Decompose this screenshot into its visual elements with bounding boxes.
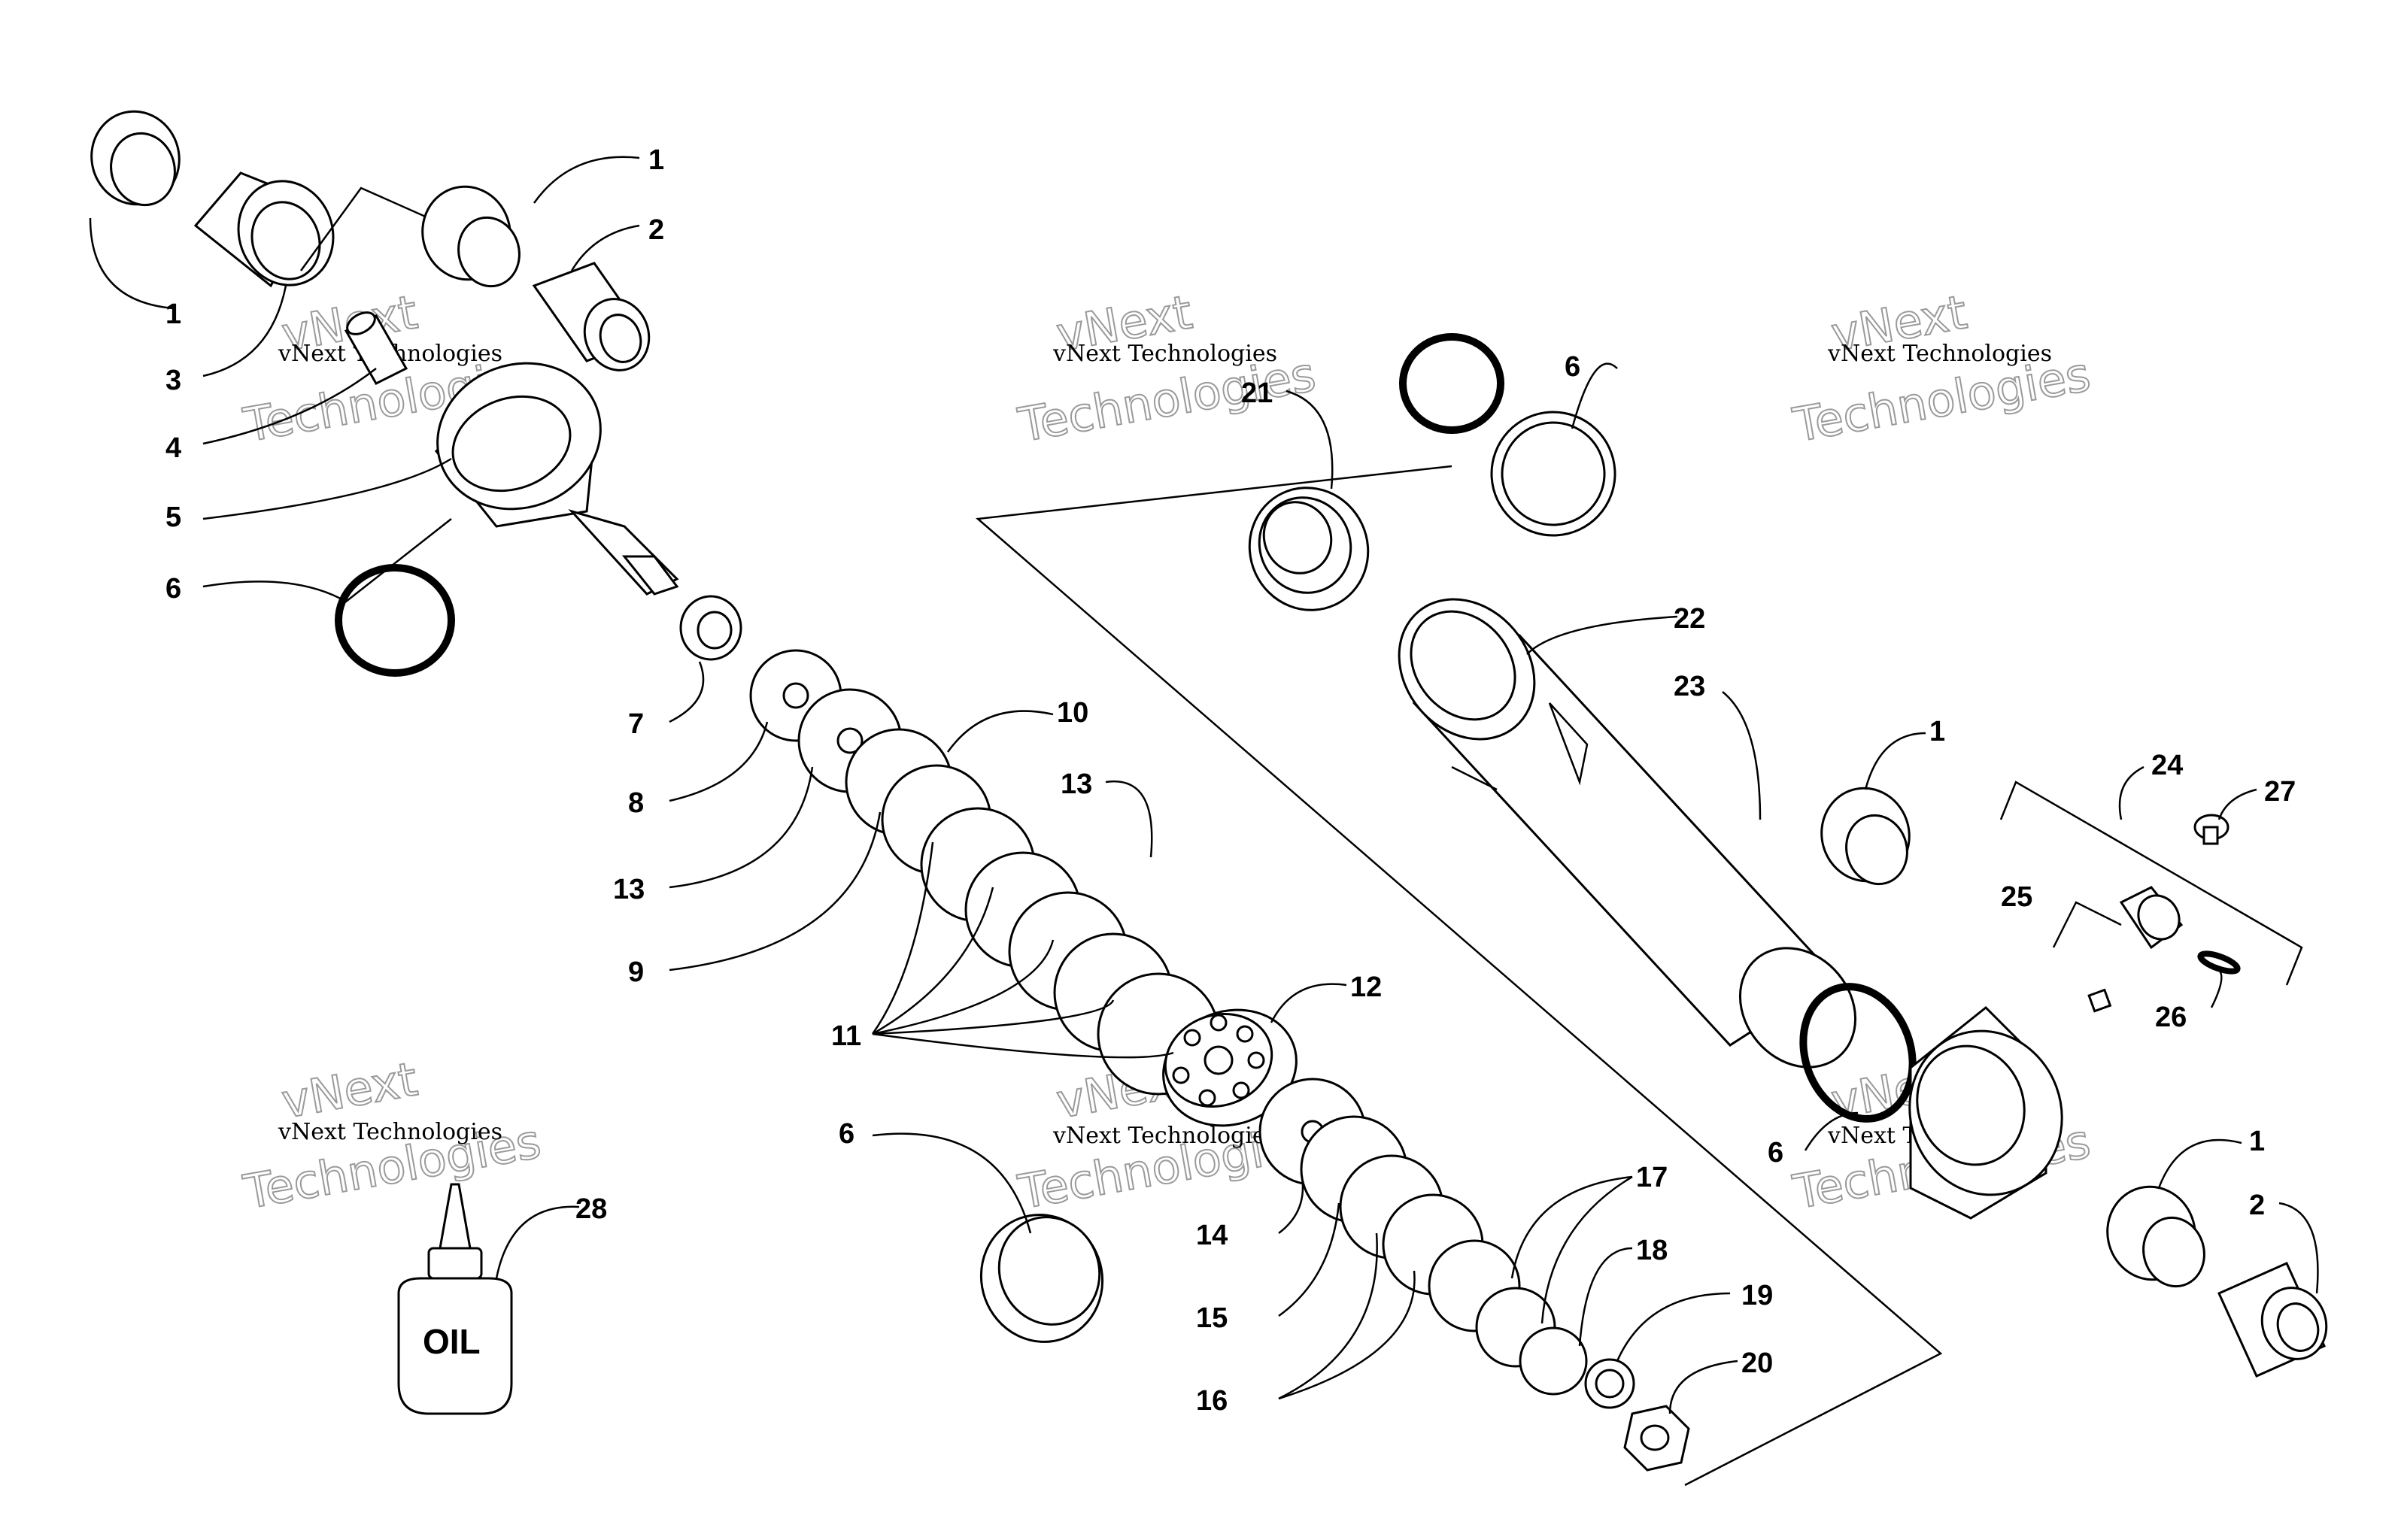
part-eye-body-5 <box>434 362 679 596</box>
part-bushing-1a <box>90 110 181 207</box>
callout-2: 2 <box>2249 1190 2265 1221</box>
part-oring-6a <box>335 564 455 677</box>
callout-20: 20 <box>1741 1348 1773 1379</box>
part-oil-bottle-28: OIL <box>397 1183 513 1415</box>
part-lower-eye-body <box>1908 1005 2063 1220</box>
assembly-bracket <box>976 465 1943 1487</box>
callout-labels: 1 2 1 3 4 5 6 7 8 13 9 10 13 11 12 6 14 … <box>165 144 2296 1417</box>
watermark-text: vNext Technologies <box>1827 341 2052 367</box>
callout-1: 1 <box>2249 1126 2265 1157</box>
callout-6: 6 <box>839 1118 854 1150</box>
part-sleeve-2a <box>532 262 651 371</box>
part-cap-21 <box>1248 487 1370 611</box>
part-valve-core-25 <box>2087 886 2184 1013</box>
part-shim-stack-upper <box>797 688 1220 1096</box>
callout-24: 24 <box>2151 750 2183 781</box>
watermark-big-a: vNext <box>278 1051 421 1129</box>
callout-15: 15 <box>1196 1302 1228 1334</box>
oil-bottle-label: OIL <box>423 1322 481 1361</box>
callout-5: 5 <box>165 502 181 533</box>
callout-27: 27 <box>2264 776 2296 808</box>
part-shim-stack-lower <box>1258 1078 1588 1396</box>
valve-group-bracket-25 <box>2052 901 2122 948</box>
callout-1: 1 <box>165 299 181 330</box>
part-piston-12 <box>1162 1008 1298 1127</box>
part-body-tube-22-23 <box>1398 598 1857 1069</box>
callout-13: 13 <box>613 874 645 905</box>
callout-7: 7 <box>628 708 644 740</box>
callout-1: 1 <box>1929 716 1945 747</box>
leader-lines <box>89 156 2319 1414</box>
callout-12: 12 <box>1350 972 1382 1003</box>
connector-line <box>299 186 430 271</box>
callout-19: 19 <box>1741 1280 1773 1311</box>
callout-18: 18 <box>1636 1235 1668 1266</box>
part-oring-6d <box>1799 983 1917 1123</box>
callout-21: 21 <box>1241 377 1273 409</box>
part-bushing-1c <box>1820 787 1911 886</box>
callout-6: 6 <box>1565 351 1580 383</box>
callout-2: 2 <box>648 214 664 246</box>
watermark-text: vNext Technologies <box>1052 1123 1277 1149</box>
callout-22: 22 <box>1674 603 1705 635</box>
callout-9: 9 <box>628 956 644 988</box>
part-cap-27 <box>2193 814 2230 845</box>
callout-23: 23 <box>1674 671 1705 702</box>
callout-11: 11 <box>831 1020 861 1052</box>
part-bushing-1d <box>2106 1185 2205 1288</box>
callout-14: 14 <box>1196 1220 1228 1251</box>
part-sleeve-3 <box>193 171 335 288</box>
callout-28: 28 <box>575 1193 607 1225</box>
part-sleeve-2b <box>2217 1262 2328 1378</box>
callout-6: 6 <box>165 573 181 605</box>
part-bushing-1b <box>421 185 521 288</box>
callout-17: 17 <box>1636 1162 1668 1193</box>
part-washer-7 <box>679 595 742 661</box>
callout-6: 6 <box>1768 1137 1783 1169</box>
callout-26: 26 <box>2155 1002 2187 1033</box>
part-washer-19 <box>1584 1358 1635 1409</box>
callout-4: 4 <box>165 432 181 464</box>
callout-1: 1 <box>648 144 664 176</box>
part-bolt-4 <box>344 311 408 385</box>
callout-13: 13 <box>1061 768 1092 800</box>
part-nut-20 <box>1623 1405 1690 1472</box>
callout-25: 25 <box>2001 881 2032 913</box>
callout-3: 3 <box>165 365 181 396</box>
part-oring-6c <box>1399 333 1504 434</box>
valve-group-bracket-24 <box>1999 781 2303 986</box>
watermark-text: vNext Technologies <box>1052 341 1277 367</box>
callout-8: 8 <box>628 787 644 819</box>
part-guide-ring-6c <box>1490 411 1616 537</box>
watermark-text: vNext Technologies <box>278 1119 502 1145</box>
part-guide-ring-6b <box>979 1214 1104 1343</box>
callout-10: 10 <box>1057 697 1088 729</box>
part-oring-26 <box>2197 950 2241 975</box>
callout-16: 16 <box>1196 1385 1228 1417</box>
